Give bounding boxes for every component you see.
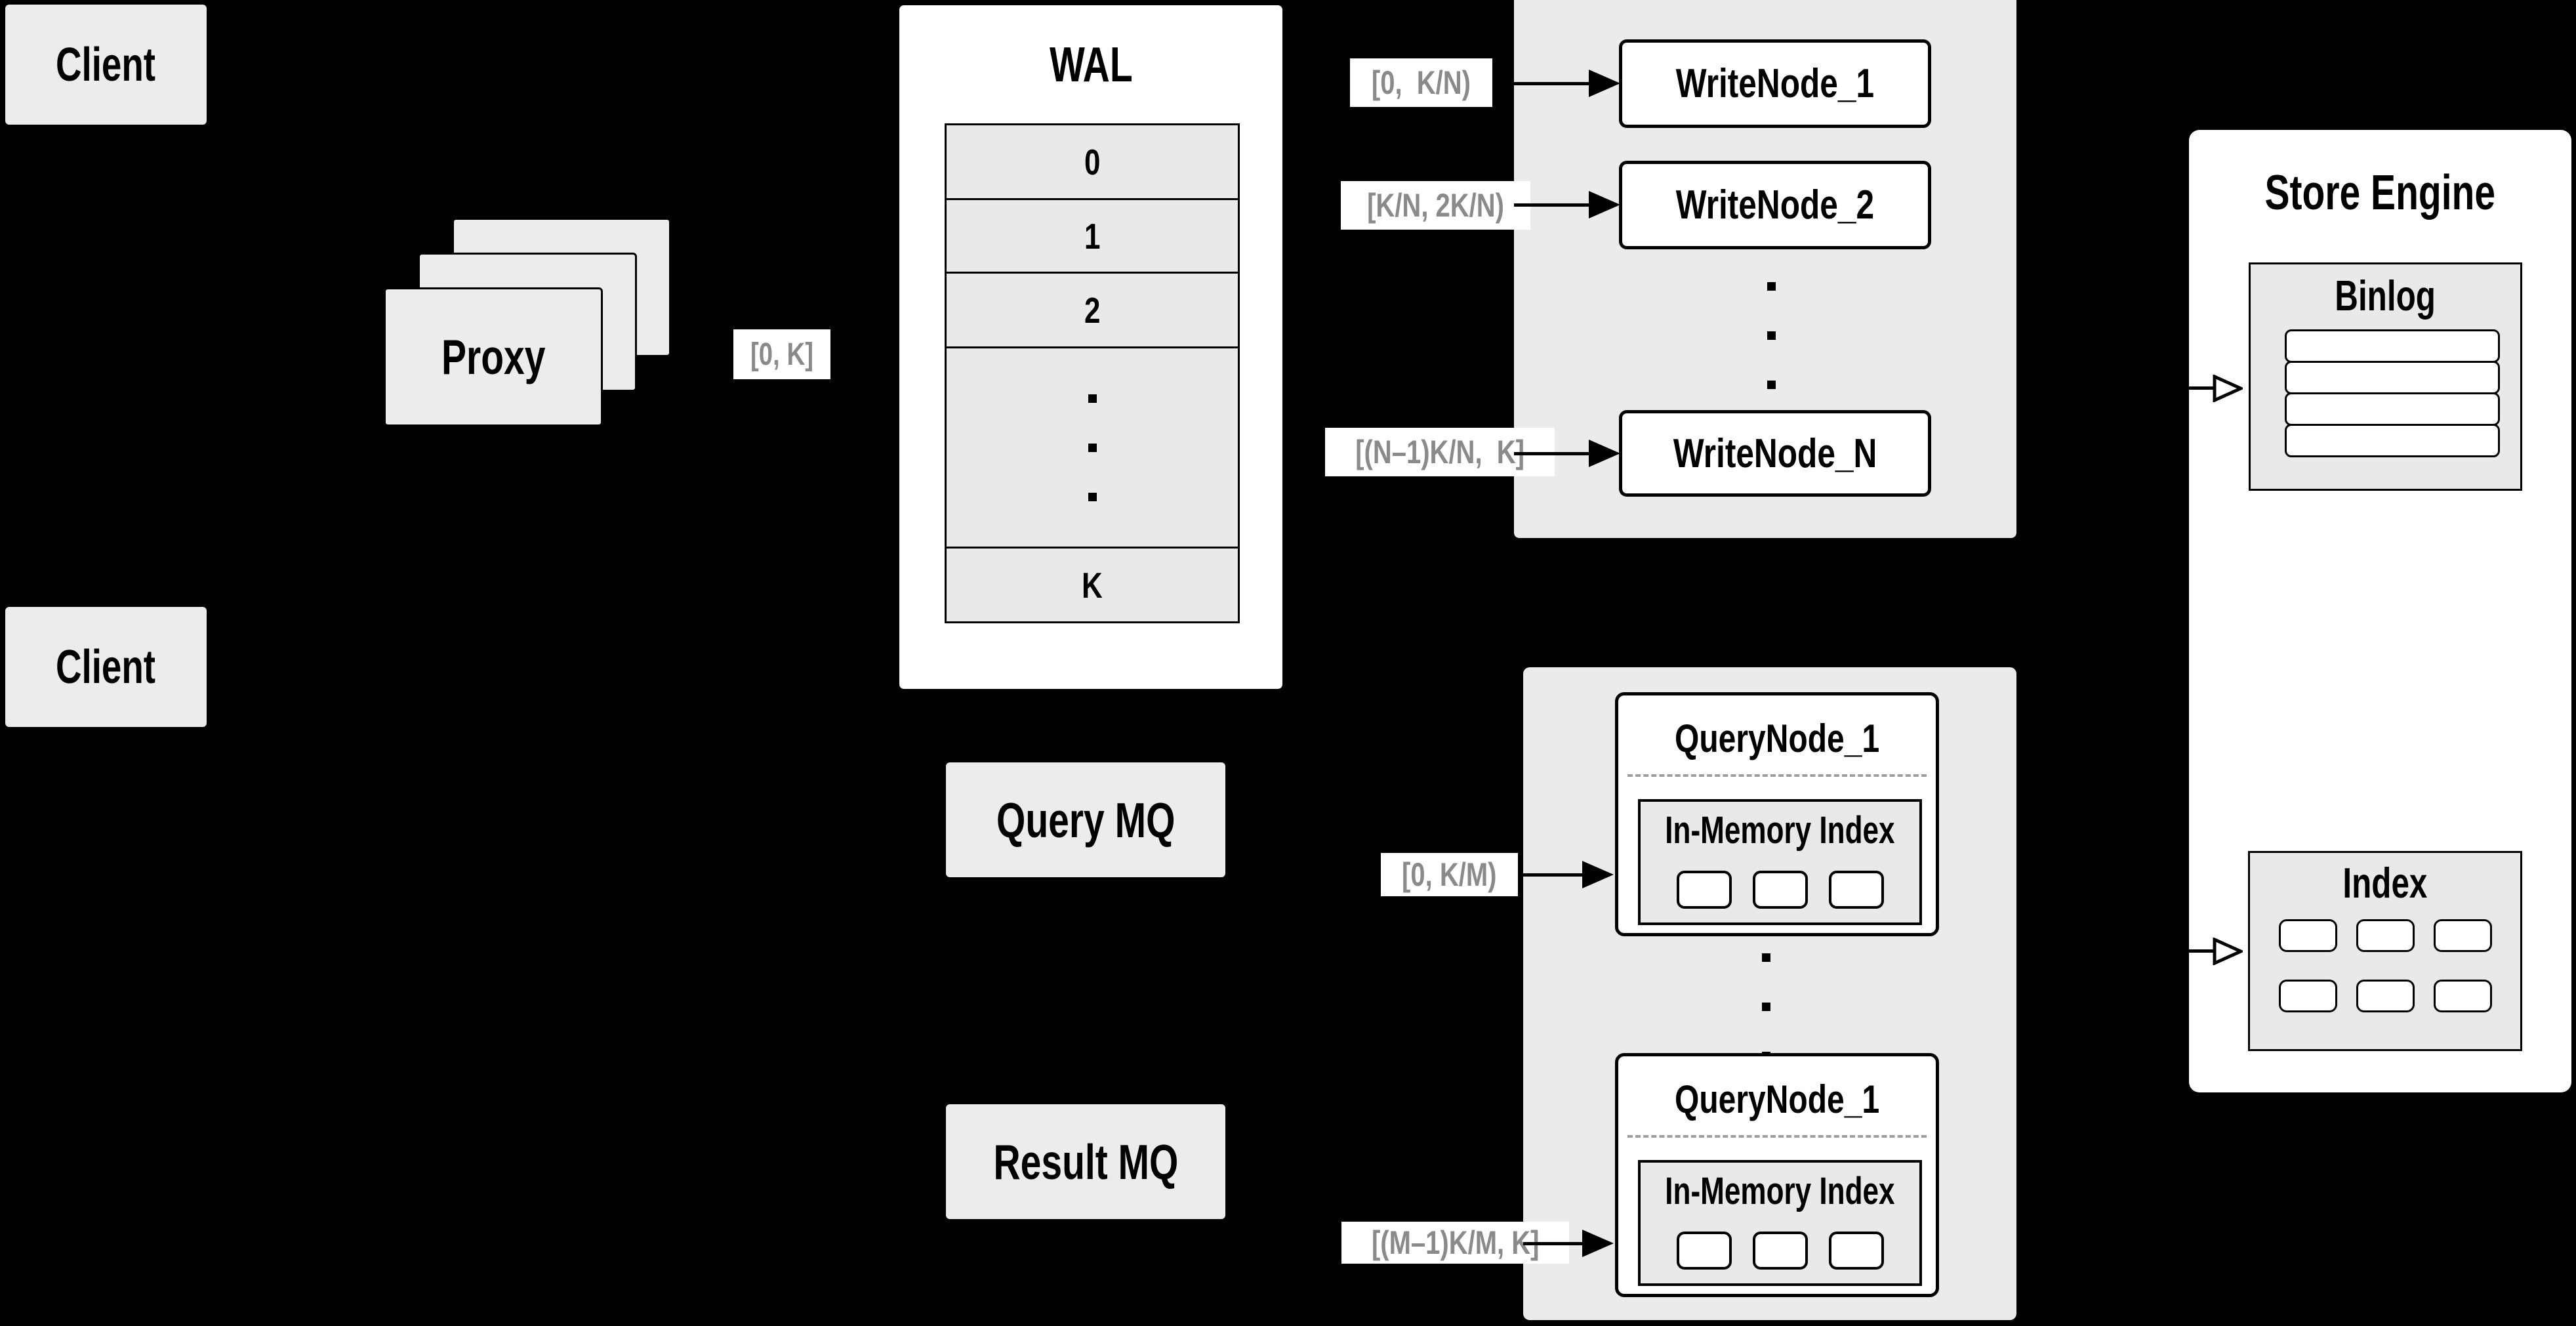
open-arrowhead-icon [2213,375,2243,402]
arrowhead-icon [1589,191,1620,218]
index-title: Index [2342,858,2428,907]
binlog-box: Binlog [2249,262,2522,491]
in-memory-index-title: In-Memory Index [1665,1169,1895,1212]
ellipsis-dot-icon [1088,492,1097,501]
in-memory-cell [1828,871,1884,909]
in-memory-cell [1752,1232,1808,1270]
arrow-line [1523,873,1582,877]
in-memory-index-box: In-Memory Index [1638,1160,1922,1286]
in-memory-index-title: In-Memory Index [1665,808,1895,852]
query-mq-label: Query MQ [996,792,1176,848]
client-box-bottom: Client [5,607,207,727]
arrow-line [1514,452,1589,455]
ellipsis-dot-icon [1088,394,1097,403]
write-range-label-1: [0, K/N) [1350,58,1492,107]
in-memory-cells [1641,1232,1919,1270]
proxy-range-label: [0, K] [733,329,830,379]
result-mq-label: Result MQ [993,1134,1178,1190]
arrowhead-icon [1589,440,1620,467]
in-memory-cell [1676,871,1732,909]
write-node-2: WriteNode_2 [1619,161,1931,249]
binlog-row [2285,329,2500,363]
wal-segment-row-k: K [945,547,1240,623]
index-cell [2433,980,2492,1012]
ellipsis-dot-icon [1762,1003,1770,1011]
write-node-n: WriteNode_N [1619,410,1931,497]
query-node-title: QueryNode_1 [1674,1077,1880,1121]
index-cell [2278,980,2337,1012]
proxy-layer-front: Proxy [384,287,603,426]
query-node-divider [1627,774,1927,777]
query-nodes-ellipsis [1762,953,1770,1060]
proxy-label: Proxy [441,329,546,384]
index-cell-row [2250,980,2520,1012]
arrowhead-icon [1589,70,1620,97]
ellipsis-dot-icon [1088,443,1097,452]
wal-ellipsis [945,346,1240,549]
ellipsis-dot-icon [1762,953,1770,962]
result-mq-box: Result MQ [946,1104,1225,1219]
wal-table: 0 1 2 K [945,123,1240,623]
binlog-rows [2285,329,2500,457]
query-range-label-1: [0, K/M) [1381,853,1518,896]
index-cell [2356,919,2415,952]
in-memory-index-box: In-Memory Index [1638,799,1922,925]
query-node-divider [1627,1135,1927,1138]
index-cell [2433,919,2492,952]
wal-box: WAL 0 1 2 K [897,3,1284,691]
wal-title: WAL [1049,37,1133,92]
store-engine-title: Store Engine [2264,165,2496,220]
client-box-top: Client [5,5,207,125]
wal-segment-row: 2 [945,272,1240,348]
write-nodes-ellipsis [1767,282,1776,389]
index-cell [2356,980,2415,1012]
ellipsis-dot-icon [1767,282,1776,291]
write-range-label-2: [K/N, 2K/N) [1341,181,1531,230]
query-mq-box: Query MQ [946,762,1225,877]
index-box: Index [2248,851,2522,1051]
arrow-line [1514,203,1589,207]
in-memory-cells [1641,871,1919,909]
arrowhead-icon [1582,1230,1614,1257]
binlog-row [2285,392,2500,426]
arrow-line [1514,82,1589,85]
binlog-row [2285,424,2500,457]
write-node-1: WriteNode_1 [1619,39,1931,128]
ellipsis-dot-icon [1767,381,1776,389]
arrow-line [2189,386,2215,390]
store-engine-box: Store Engine Binlog Index [2189,130,2571,1092]
index-cell [2278,919,2337,952]
client-bottom-label: Client [56,640,156,694]
arrow-line [2189,949,2215,953]
index-cell-row [2250,919,2520,952]
client-top-label: Client [56,38,156,91]
binlog-row [2285,361,2500,394]
query-node-2: QueryNode_1 In-Memory Index [1615,1053,1939,1297]
wal-segment-row: 1 [945,198,1240,274]
binlog-title: Binlog [2335,271,2436,320]
query-node-1: QueryNode_1 In-Memory Index [1615,692,1939,936]
arrowhead-icon [1582,861,1614,888]
query-node-title: QueryNode_1 [1674,716,1880,760]
wal-segment-row: 0 [945,123,1240,200]
in-memory-cell [1676,1232,1732,1270]
in-memory-cell [1828,1232,1884,1270]
arrow-line [1523,1242,1582,1245]
in-memory-cell [1752,871,1808,909]
ellipsis-dot-icon [1767,331,1776,340]
open-arrowhead-icon [2213,938,2243,965]
